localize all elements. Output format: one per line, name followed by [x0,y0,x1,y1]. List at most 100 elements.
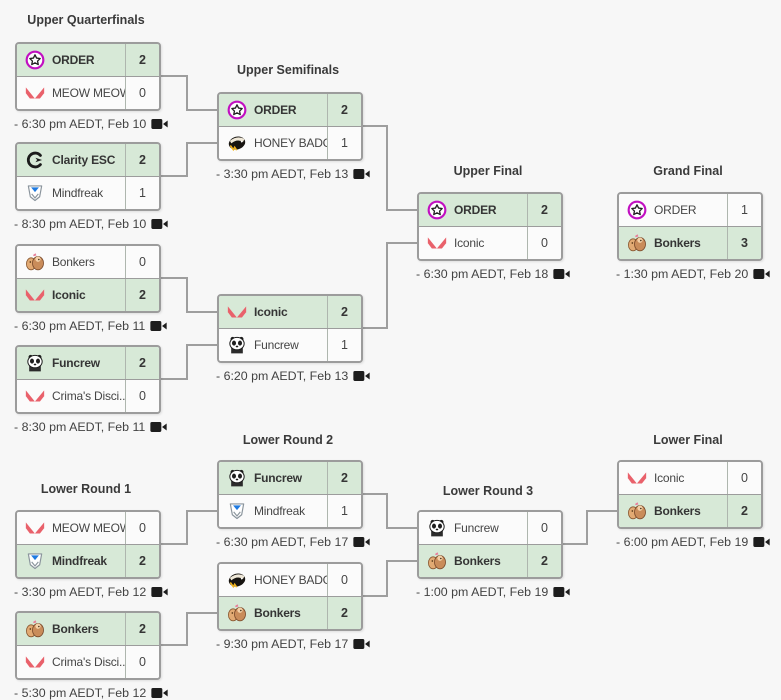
match-card-lower-final[interactable]: Iconic 0 Bonkers 2 [617,460,763,529]
bracket-connector [186,142,188,177]
team-row[interactable]: Bonkers 0 [17,246,159,278]
team-row[interactable]: HONEY BADG... 0 [219,564,361,596]
team-score: 2 [125,44,159,76]
bracket-connector [386,560,388,597]
team-row[interactable]: Iconic 0 [419,226,561,259]
match-datetime-text: - 6:30 pm AEDT, Feb 11 [14,319,146,333]
bracket-connector [387,242,417,244]
match-card-lower-r3[interactable]: Funcrew 0 Bonkers 2 [417,510,563,579]
team-score: 2 [125,545,159,577]
videocam-icon[interactable] [151,217,168,231]
team-row[interactable]: Mindfreak 1 [219,494,361,527]
team-row[interactable]: Mindfreak 2 [17,544,159,577]
team-row[interactable]: Iconic 2 [17,278,159,311]
match-card-upper-qf4[interactable]: Funcrew 2 Crima's Disci... 0 [15,345,161,414]
team-row[interactable]: ORDER 2 [17,44,159,76]
team-name: ORDER [254,103,297,117]
honey-badgers-logo-icon [227,133,247,153]
team-row[interactable]: Bonkers 2 [17,613,159,645]
videocam-icon[interactable] [150,420,167,434]
match-card-upper-qf2[interactable]: Clarity ESC 2 Mindfreak 1 [15,142,161,211]
team-name: Iconic [254,305,288,319]
match-card-lower-r2b[interactable]: HONEY BADG... 0 Bonkers 2 [217,562,363,631]
videocam-icon[interactable] [151,117,168,131]
match-card-upper-qf3[interactable]: Bonkers 0 Iconic 2 [15,244,161,313]
team-row[interactable]: Mindfreak 1 [17,176,159,209]
videocam-icon[interactable] [553,585,570,599]
honey-badgers-logo-icon [227,570,247,590]
team-row[interactable]: Bonkers 2 [619,494,761,527]
bracket-connector [187,344,217,346]
match-datetime: - 1:00 pm AEDT, Feb 19 [416,585,570,599]
match-datetime: - 3:30 pm AEDT, Feb 13 [216,167,370,181]
team-row[interactable]: Bonkers 2 [219,596,361,629]
team-row[interactable]: Bonkers 2 [419,544,561,577]
team-name: Mindfreak [52,554,107,568]
team-score: 2 [125,347,159,379]
team-row[interactable]: ORDER 2 [419,194,561,226]
match-card-lower-r2a[interactable]: Funcrew 2 Mindfreak 1 [217,460,363,529]
team-name: ORDER [654,203,697,217]
bracket-connector [187,612,217,614]
team-row[interactable]: Clarity ESC 2 [17,144,159,176]
team-row[interactable]: Bonkers 3 [619,226,761,259]
team-row[interactable]: Crima's Disci... 0 [17,645,159,678]
team-name: HONEY BADG... [254,136,327,150]
team-row[interactable]: MEOW MEOW 0 [17,512,159,544]
videocam-icon[interactable] [353,369,370,383]
team-name: Iconic [454,236,485,250]
match-datetime: - 8:30 pm AEDT, Feb 10 [14,217,168,231]
team-row[interactable]: HONEY BADG... 1 [219,126,361,159]
videocam-icon[interactable] [353,167,370,181]
valorant-logo-icon [25,83,45,103]
videocam-icon[interactable] [753,267,770,281]
bracket-connector [187,109,217,111]
team-row[interactable]: Iconic 2 [219,296,361,328]
match-datetime-text: - 9:30 pm AEDT, Feb 17 [216,637,349,651]
bracket-connector [186,510,188,545]
team-score: 2 [125,144,159,176]
team-row[interactable]: Funcrew 2 [17,347,159,379]
team-name: Crima's Disci... [52,389,125,403]
team-name: Funcrew [254,338,299,352]
team-score: 1 [125,177,159,209]
bracket-connector [186,344,188,380]
team-row[interactable]: Iconic 0 [619,462,761,494]
team-row[interactable]: Funcrew 1 [219,328,361,361]
match-datetime-text: - 1:00 pm AEDT, Feb 19 [416,585,549,599]
videocam-icon[interactable] [151,585,168,599]
match-card-lower-r1b[interactable]: Bonkers 2 Crima's Disci... 0 [15,611,161,680]
videocam-icon[interactable] [553,267,570,281]
bracket-connector [359,493,387,495]
match-card-upper-sf1[interactable]: ORDER 2 HONEY BADG... 1 [217,92,363,161]
round-title-lower-round-3: Lower Round 3 [442,484,534,498]
team-score: 1 [727,194,761,226]
bracket-connector [387,560,417,562]
bracket-connector [386,242,388,329]
team-row[interactable]: ORDER 1 [619,194,761,226]
team-row[interactable]: Funcrew 0 [419,512,561,544]
team-name: Crima's Disci... [52,655,125,669]
match-card-upper-qf1[interactable]: ORDER 2 MEOW MEOW 0 [15,42,161,111]
match-card-lower-r1a[interactable]: MEOW MEOW 0 Mindfreak 2 [15,510,161,579]
videocam-icon[interactable] [353,535,370,549]
team-score: 1 [327,495,361,527]
team-score: 2 [327,94,361,126]
valorant-logo-icon [427,233,447,253]
match-datetime: - 6:30 pm AEDT, Feb 11 [14,319,167,333]
videocam-icon[interactable] [150,319,167,333]
match-card-upper-sf2[interactable]: Iconic 2 Funcrew 1 [217,294,363,363]
bracket-connector [559,543,587,545]
order-logo-icon [627,200,647,220]
videocam-icon[interactable] [753,535,770,549]
match-card-upper-final[interactable]: ORDER 2 Iconic 0 [417,192,563,261]
team-name: Bonkers [654,504,701,518]
match-card-grand-final[interactable]: ORDER 1 Bonkers 3 [617,192,763,261]
team-row[interactable]: ORDER 2 [219,94,361,126]
videocam-icon[interactable] [151,686,168,700]
team-row[interactable]: MEOW MEOW 0 [17,76,159,109]
videocam-icon[interactable] [353,637,370,651]
team-row[interactable]: Crima's Disci... 0 [17,379,159,412]
team-row[interactable]: Funcrew 2 [219,462,361,494]
funcrew-logo-icon [25,353,45,373]
